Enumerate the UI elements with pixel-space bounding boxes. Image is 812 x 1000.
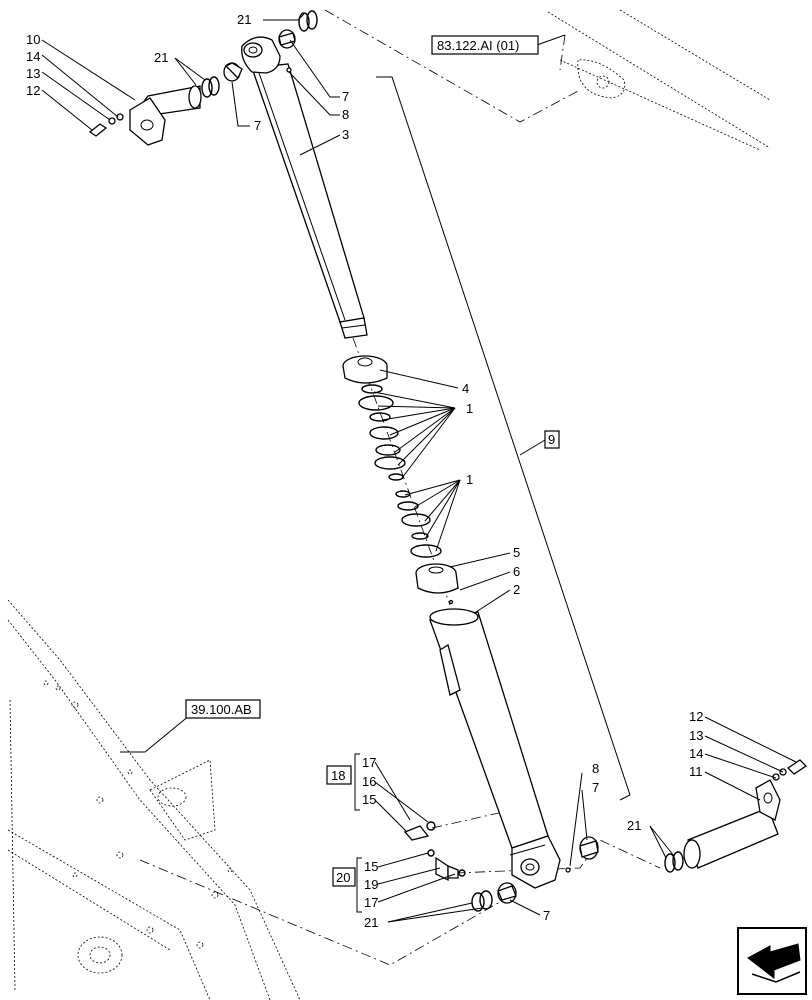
group-label-20: 20	[336, 870, 350, 885]
callout-7: 7	[543, 908, 550, 923]
piston-rod[interactable]	[241, 36, 368, 339]
group-9-bracket	[376, 76, 631, 801]
fitting-elbow[interactable]	[427, 849, 466, 882]
callout-12: 12	[689, 709, 703, 724]
callout-10: 10	[26, 32, 40, 47]
callout-1: 1	[466, 401, 473, 416]
callout-12: 12	[26, 83, 40, 98]
callout-21: 21	[237, 12, 251, 27]
callout-2: 2	[513, 582, 520, 597]
callout-7: 7	[254, 118, 261, 133]
group-box-18[interactable]: 18	[326, 753, 360, 811]
arrow-icon[interactable]	[737, 927, 807, 995]
callout-11: 11	[689, 764, 703, 779]
o-rings-lower-left[interactable]	[471, 890, 493, 912]
callout-6: 6	[513, 564, 520, 579]
callout-17: 17	[364, 895, 378, 910]
callout-21: 21	[154, 50, 168, 65]
callout-7: 7	[342, 89, 349, 104]
reference-box-top[interactable]: 83.122.AI (01)	[431, 35, 539, 55]
fitting-straight[interactable]	[403, 821, 436, 841]
callout-21: 21	[364, 915, 378, 930]
group-label-18: 18	[331, 768, 345, 783]
frame-ghost-bottom-left	[7, 599, 301, 1000]
piston[interactable]	[342, 355, 388, 384]
callout-1: 1	[466, 472, 473, 487]
o-rings-left[interactable]	[201, 76, 220, 98]
pin-top-left[interactable]	[129, 85, 202, 146]
callout-4: 4	[462, 381, 469, 396]
callout-15: 15	[362, 792, 376, 807]
bolt-lower-right[interactable]	[772, 759, 808, 781]
frame-ghost-top-right	[547, 9, 771, 151]
bushing-lower-left[interactable]	[497, 882, 517, 904]
center-lines	[139, 9, 661, 966]
reference-label-top: 83.122.AI (01)	[437, 38, 519, 53]
set-screw[interactable]	[448, 599, 454, 605]
reference-box-left[interactable]: 39.100.AB	[185, 699, 261, 719]
callout-3: 3	[342, 127, 349, 142]
bushing-lower-right[interactable]	[579, 836, 599, 860]
callout-21: 21	[627, 818, 641, 833]
callout-14: 14	[26, 49, 40, 64]
callout-13: 13	[26, 66, 40, 81]
callout-14: 14	[689, 746, 703, 761]
callout-15: 15	[364, 859, 378, 874]
callout-7: 7	[592, 780, 599, 795]
callout-16: 16	[362, 774, 376, 789]
callout-8: 8	[342, 107, 349, 122]
bushing-top-left[interactable]	[223, 62, 243, 82]
group-label-9: 9	[548, 432, 555, 447]
callout-17: 17	[362, 755, 376, 770]
pin-lower-right[interactable]	[683, 779, 781, 869]
callouts: 10 14 13 12 21 21 7 7 8 3 4 1 1 5 6 2 17…	[26, 12, 703, 930]
callout-5: 5	[513, 545, 520, 560]
leader-lines	[41, 13, 797, 923]
callout-19: 19	[364, 877, 378, 892]
callout-8: 8	[592, 761, 599, 776]
cylinder-barrel[interactable]	[429, 608, 561, 889]
bolt-top-left[interactable]	[88, 113, 124, 137]
o-rings-top[interactable]	[298, 10, 318, 32]
group-box-9[interactable]: 9	[544, 430, 560, 449]
group-box-20[interactable]: 20	[332, 857, 362, 913]
reference-label-left: 39.100.AB	[191, 702, 252, 717]
callout-13: 13	[689, 728, 703, 743]
lube-fitting-lower[interactable]	[565, 867, 571, 873]
seal-kit-upper[interactable]	[358, 384, 406, 481]
o-rings-lower-right[interactable]	[664, 851, 684, 873]
lube-fitting[interactable]	[286, 67, 292, 73]
cylinder-head[interactable]	[415, 563, 459, 594]
bushing-top-right[interactable]	[278, 29, 296, 49]
